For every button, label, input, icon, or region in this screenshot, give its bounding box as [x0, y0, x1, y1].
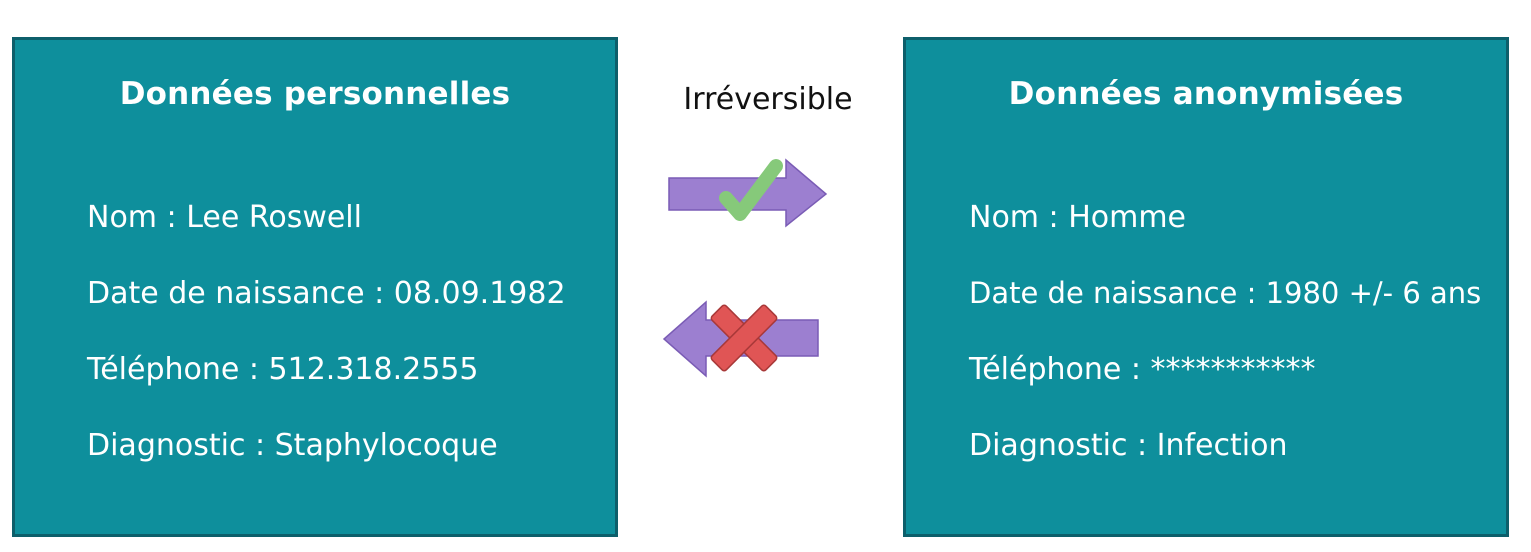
anonymized-phone-field: Téléphone : *********** [969, 352, 1316, 387]
personal-name-field: Nom : Lee Roswell [87, 200, 362, 235]
anonymized-diagnosis-field: Diagnostic : Infection [969, 428, 1288, 463]
anonymized-name-field: Nom : Homme [969, 200, 1187, 235]
anonymized-birthdate-field: Date de naissance : 1980 +/- 6 ans [969, 276, 1482, 310]
forward-arrow-icon [668, 158, 828, 228]
personal-data-card: Données personnelles Nom : Lee Roswell D… [12, 37, 618, 537]
personal-diagnosis-field: Diagnostic : Staphylocoque [87, 428, 498, 463]
irreversible-label: Irréversible [683, 82, 853, 117]
backward-arrow-icon [662, 300, 819, 378]
anonymized-data-card: Données anonymisées Nom : Homme Date de … [903, 37, 1509, 537]
cross-icon [710, 304, 778, 372]
personal-birthdate-field: Date de naissance : 08.09.1982 [87, 276, 566, 311]
personal-data-title: Données personnelles [119, 76, 511, 112]
anonymized-data-title: Données anonymisées [1008, 76, 1404, 112]
check-icon [719, 159, 783, 221]
personal-phone-field: Téléphone : 512.318.2555 [87, 352, 479, 387]
